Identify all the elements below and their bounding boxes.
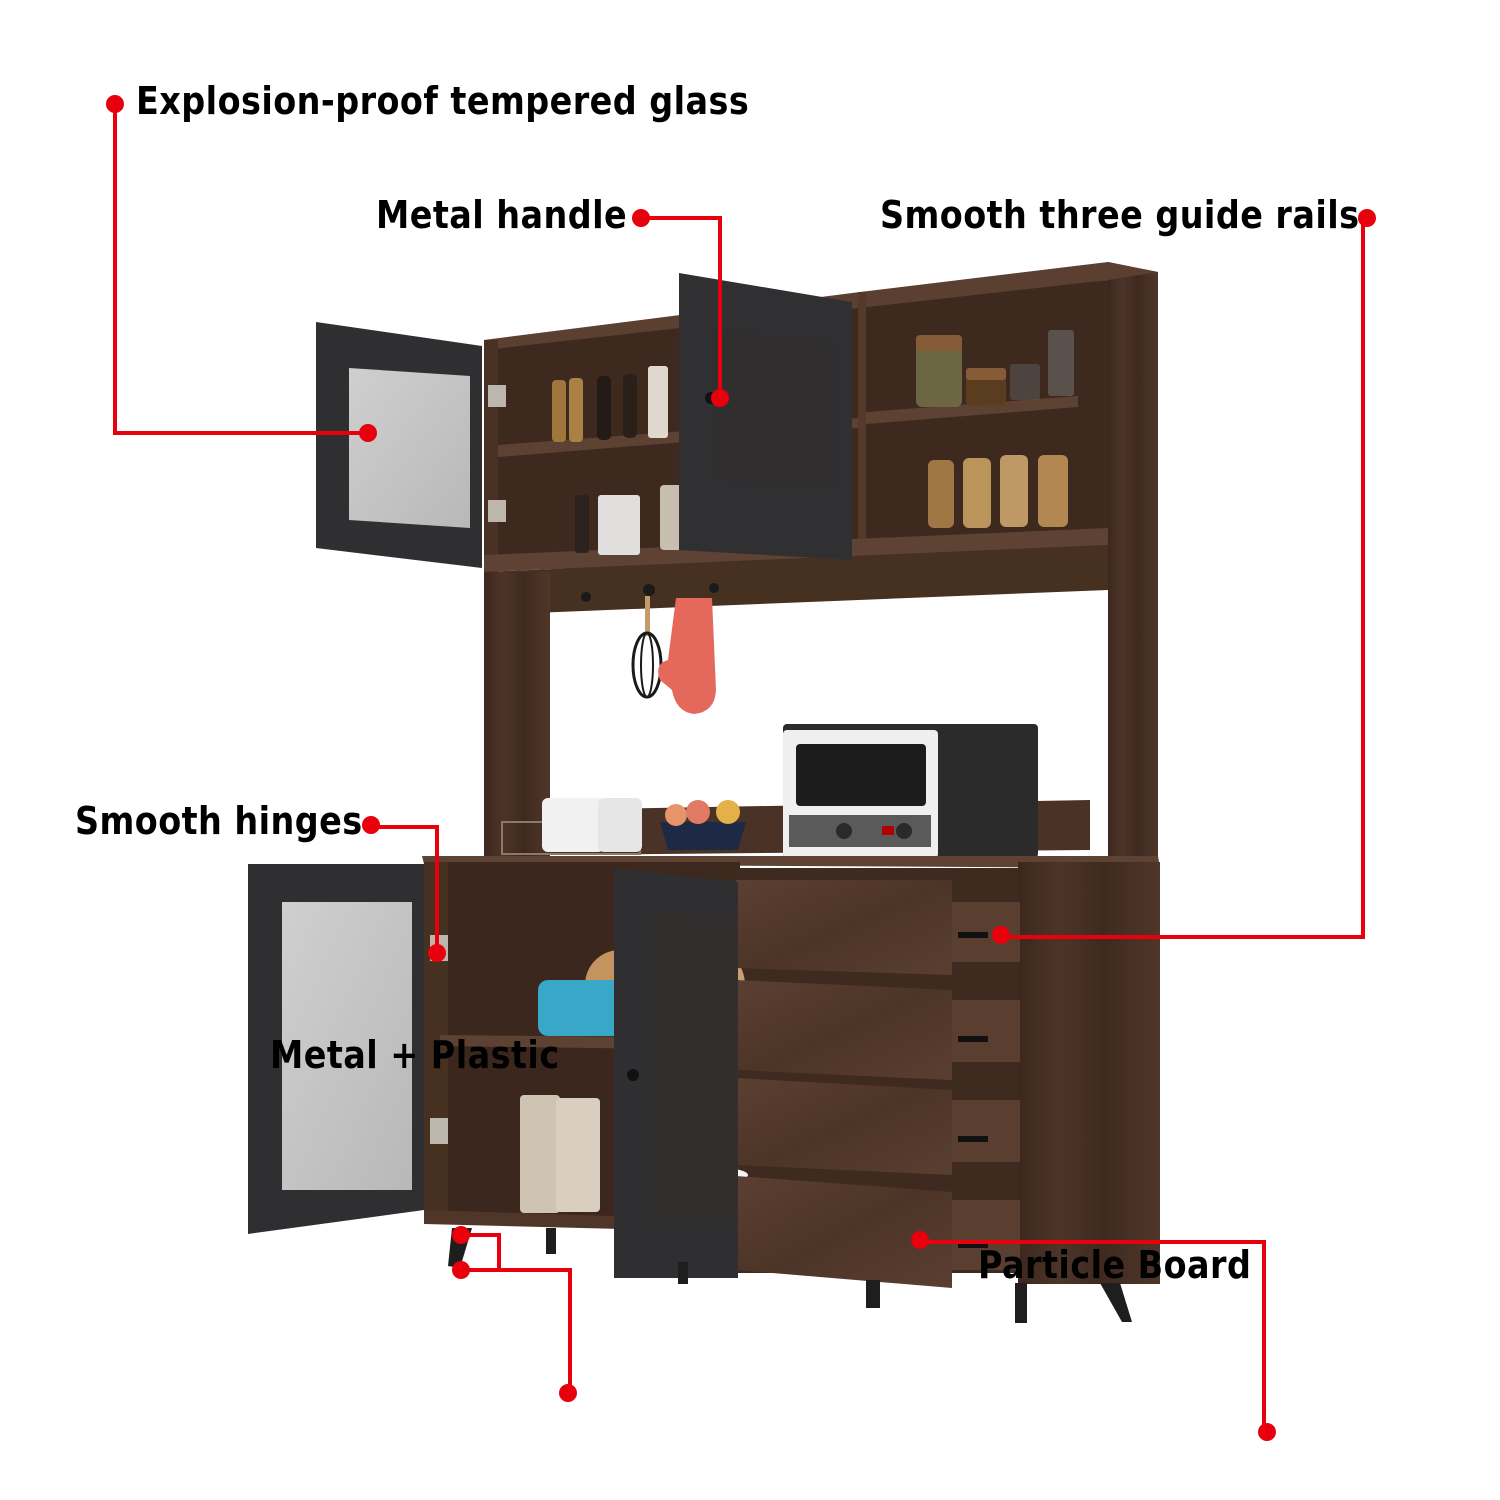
upper-middle-glass-door xyxy=(679,273,852,560)
lower-middle-glass-door xyxy=(614,868,738,1278)
label-metal-handle: Metal handle xyxy=(376,193,628,237)
base-cabinet xyxy=(248,856,1160,1323)
upper-left-glass-door xyxy=(316,322,506,568)
toaster-oven xyxy=(783,724,1038,858)
lower-left-glass-door xyxy=(248,864,448,1234)
label-metal-plastic: Metal + Plastic xyxy=(270,1033,560,1077)
label-explosion-proof-glass: Explosion-proof tempered glass xyxy=(136,79,750,123)
label-smooth-hinges: Smooth hinges xyxy=(75,799,363,843)
hutch xyxy=(484,262,1158,880)
label-particle-board: Particle Board xyxy=(978,1243,1252,1287)
label-smooth-three-guide-rails: Smooth three guide rails xyxy=(880,193,1360,237)
drawers xyxy=(736,880,1020,1288)
counter-items xyxy=(501,798,746,855)
